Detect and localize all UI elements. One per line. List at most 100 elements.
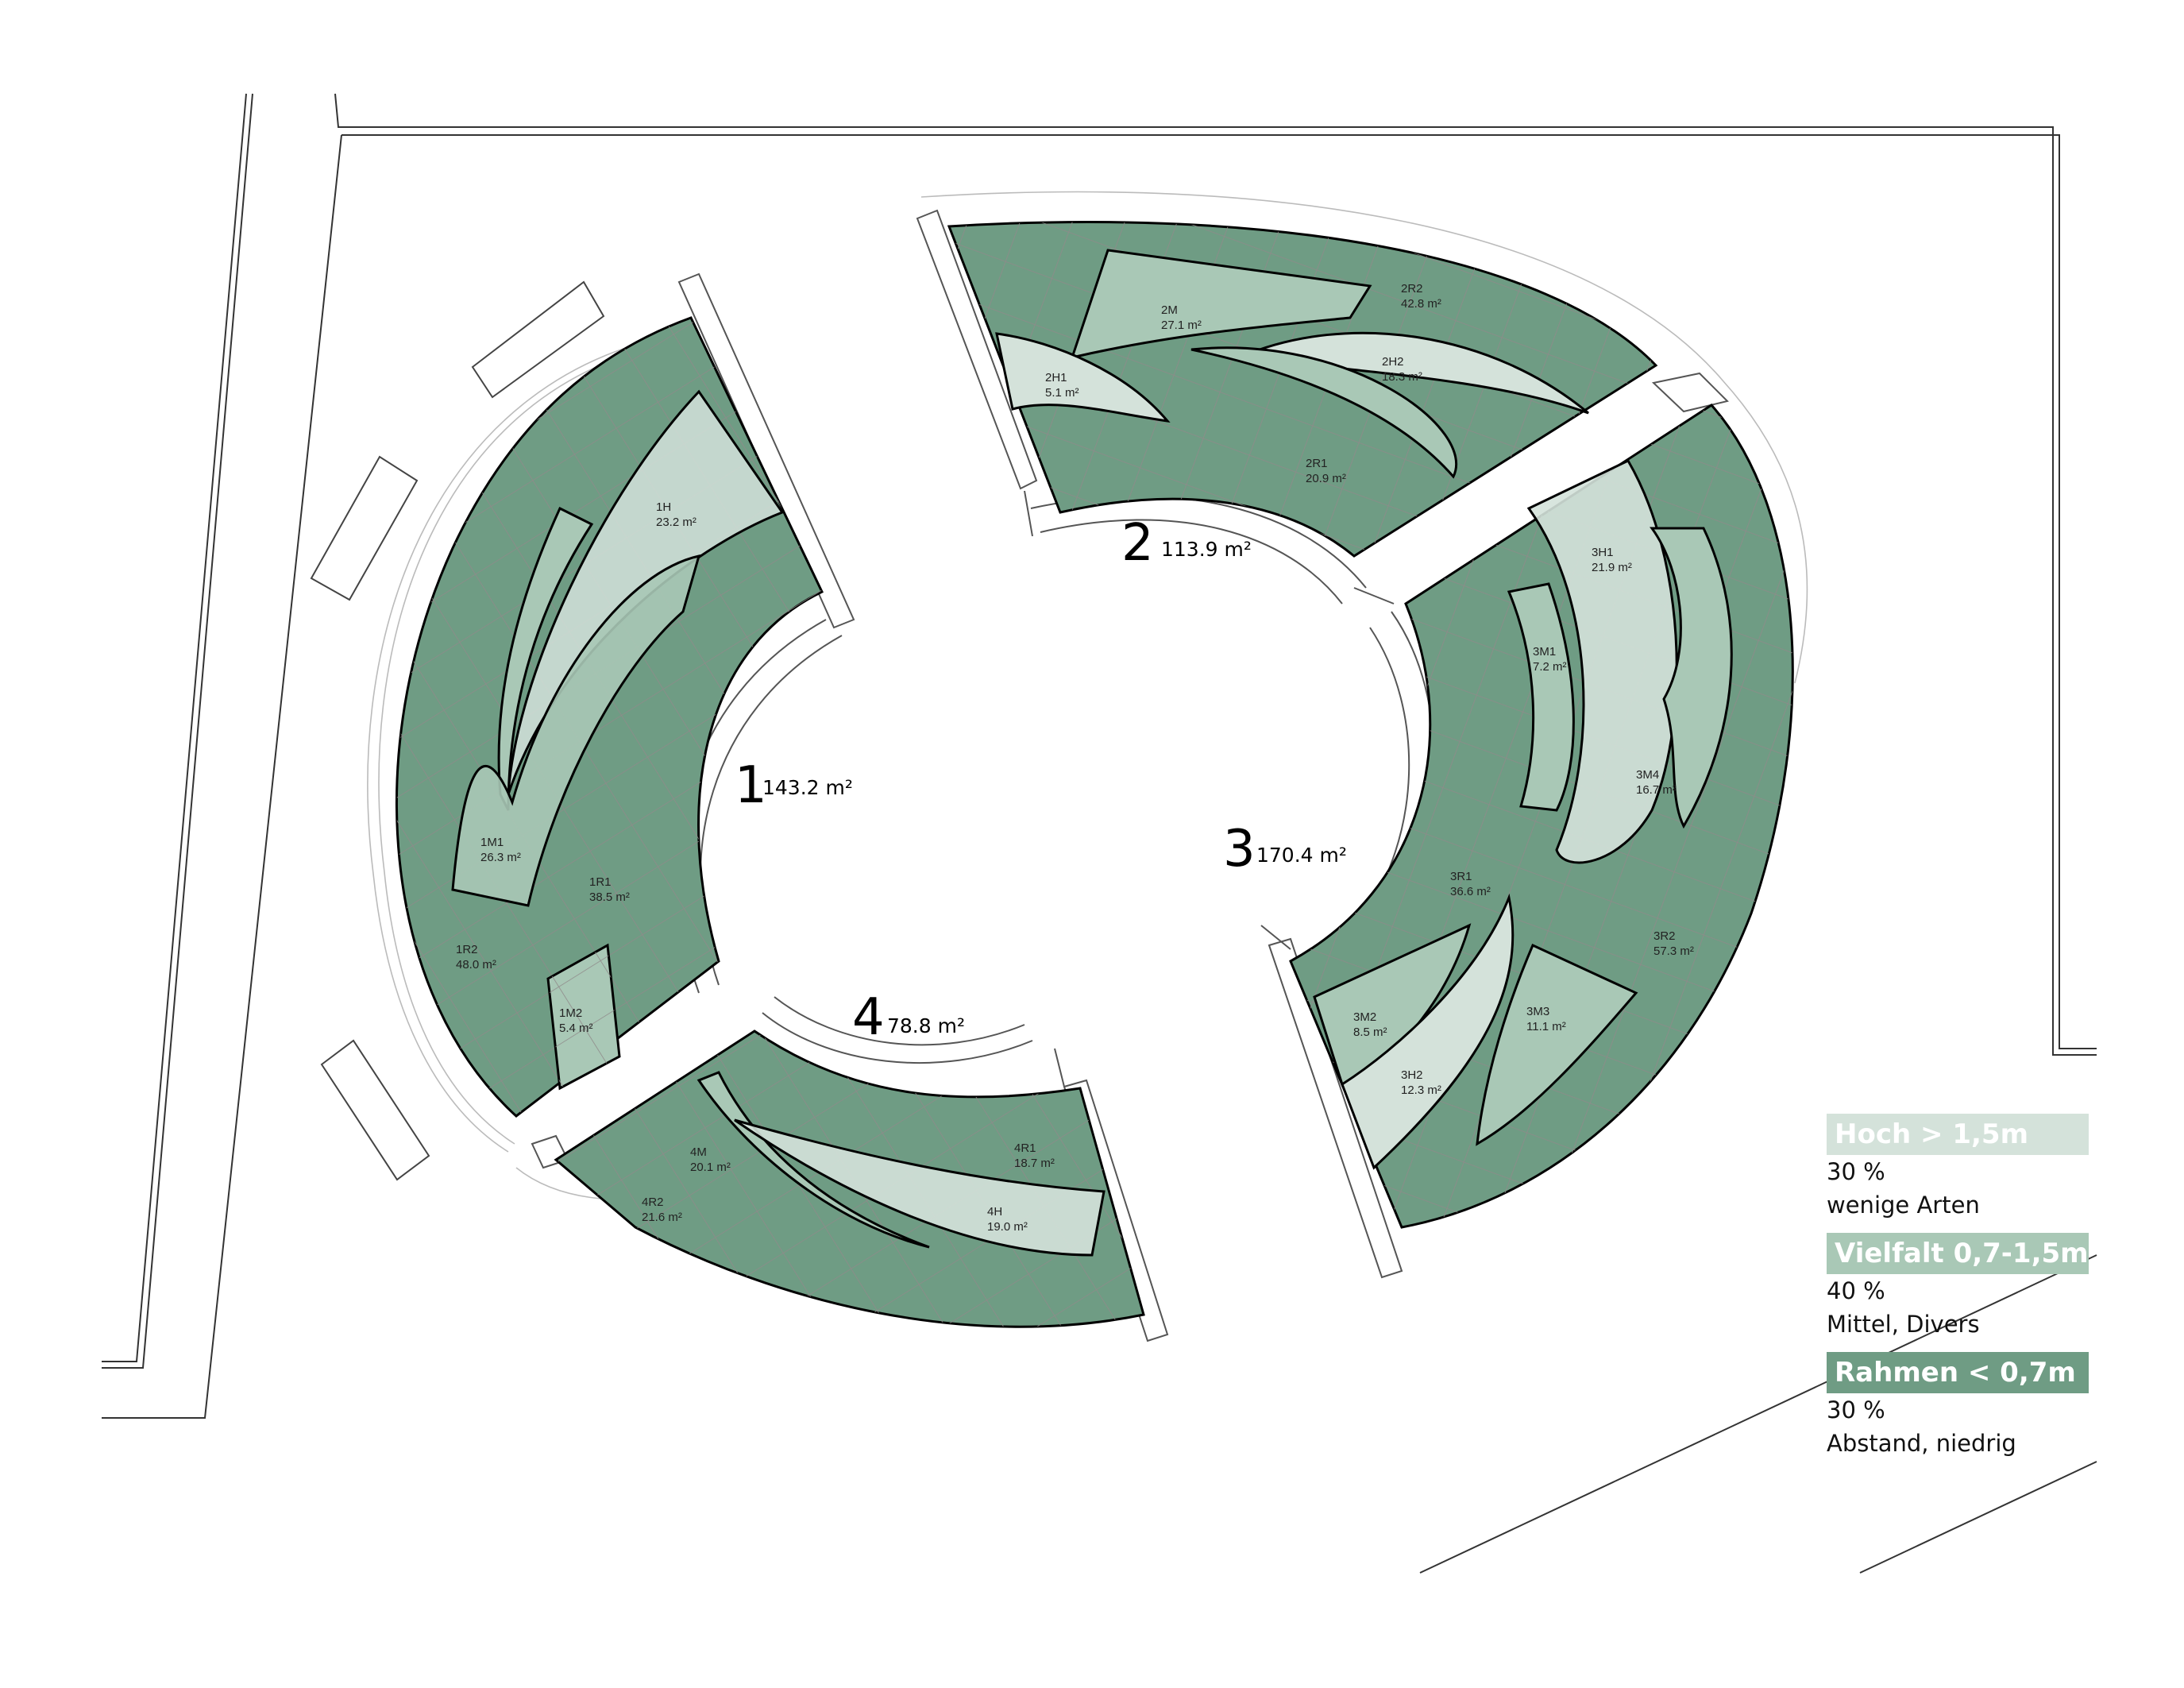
site-boundary bbox=[102, 93, 2097, 1574]
subzone-2H1: 2H1 5.1 m² bbox=[1045, 371, 1079, 400]
boundary-left-inner bbox=[102, 93, 247, 1362]
zone-4-number: 4 bbox=[852, 988, 885, 1047]
legend-item-rahmen: Rahmen < 0,7m 30 % Abstand, niedrig bbox=[1827, 1352, 2089, 1460]
legend-hoch-description: wenige Arten bbox=[1827, 1192, 1980, 1219]
zone-3-area: 170.4 m² bbox=[1256, 844, 1347, 867]
svg-text:23.2 m²: 23.2 m² bbox=[656, 516, 696, 529]
svg-text:5.4 m²: 5.4 m² bbox=[559, 1022, 593, 1035]
zone-1-area: 143.2 m² bbox=[762, 776, 853, 799]
svg-text:2M: 2M bbox=[1161, 303, 1178, 317]
svg-text:18.3 m²: 18.3 m² bbox=[1382, 370, 1422, 384]
svg-text:3H1: 3H1 bbox=[1592, 546, 1614, 559]
legend-vielfalt-description: Mittel, Divers bbox=[1827, 1311, 1980, 1338]
svg-text:42.8 m²: 42.8 m² bbox=[1401, 297, 1441, 311]
zone-3-number: 3 bbox=[1223, 820, 1256, 879]
svg-text:3M4: 3M4 bbox=[1636, 768, 1659, 782]
svg-text:2H1: 2H1 bbox=[1045, 371, 1067, 384]
subzone-4M: 4M 20.1 m² bbox=[690, 1145, 731, 1174]
zone-2H2 bbox=[1234, 331, 1589, 415]
svg-text:18.7 m²: 18.7 m² bbox=[1014, 1157, 1055, 1170]
legend-hoch-title: Hoch > 1,5m bbox=[1827, 1114, 2089, 1155]
boundary-top-outer bbox=[334, 93, 2097, 1056]
subzone-1M2: 1M2 5.4 m² bbox=[559, 1006, 593, 1035]
svg-text:21.9 m²: 21.9 m² bbox=[1592, 561, 1632, 574]
svg-text:2H2: 2H2 bbox=[1382, 355, 1404, 369]
svg-text:7.2 m²: 7.2 m² bbox=[1533, 660, 1567, 674]
legend-rahmen-title: Rahmen < 0,7m bbox=[1827, 1352, 2089, 1393]
boundary-left-lower bbox=[102, 134, 342, 1419]
zone-2-number: 2 bbox=[1121, 514, 1154, 573]
svg-text:3M2: 3M2 bbox=[1353, 1010, 1376, 1024]
svg-text:26.3 m²: 26.3 m² bbox=[480, 851, 521, 864]
subzone-2R1: 2R1 20.9 m² bbox=[1306, 457, 1346, 485]
zone-2-band bbox=[1190, 346, 1458, 479]
subzone-2M: 2M 27.1 m² bbox=[1161, 303, 1202, 332]
legend: Hoch > 1,5m 30 % wenige Arten Vielfalt 0… bbox=[1827, 1114, 2089, 1460]
subzone-4R1: 4R1 18.7 m² bbox=[1014, 1141, 1055, 1170]
legend-rahmen-description: Abstand, niedrig bbox=[1827, 1430, 2016, 1457]
subzone-3R1: 3R1 36.6 m² bbox=[1450, 870, 1491, 898]
svg-text:3H2: 3H2 bbox=[1401, 1068, 1423, 1082]
zone-1-number: 1 bbox=[735, 756, 767, 815]
legend-vielfalt-title: Vielfalt 0,7-1,5m bbox=[1827, 1233, 2089, 1274]
zone-4H bbox=[734, 1118, 1106, 1257]
legend-vielfalt-percent: 40 % bbox=[1827, 1277, 1885, 1304]
svg-text:3M1: 3M1 bbox=[1533, 645, 1556, 659]
road-line-1 bbox=[1419, 1254, 2097, 1574]
zone-2-bed bbox=[947, 221, 1658, 558]
svg-text:20.1 m²: 20.1 m² bbox=[690, 1161, 731, 1174]
legend-hoch-percent: 30 % bbox=[1827, 1158, 1885, 1185]
svg-text:11.1 m²: 11.1 m² bbox=[1526, 1020, 1566, 1033]
bench-1 bbox=[471, 280, 605, 399]
zone-3M4 bbox=[1650, 527, 1733, 829]
edging-strips bbox=[531, 209, 1729, 1342]
legend-item-hoch: Hoch > 1,5m 30 % wenige Arten bbox=[1827, 1114, 2089, 1222]
svg-text:4R1: 4R1 bbox=[1014, 1141, 1036, 1155]
svg-text:1R1: 1R1 bbox=[589, 875, 612, 889]
svg-text:38.5 m²: 38.5 m² bbox=[589, 890, 630, 904]
svg-text:3R1: 3R1 bbox=[1450, 870, 1472, 883]
svg-text:8.5 m²: 8.5 m² bbox=[1353, 1026, 1387, 1039]
bench-3 bbox=[320, 1039, 430, 1181]
svg-text:1M2: 1M2 bbox=[559, 1006, 582, 1020]
outer-path-ring bbox=[367, 191, 1808, 1200]
road-line-2 bbox=[1859, 1461, 2097, 1574]
svg-text:4H: 4H bbox=[987, 1205, 1002, 1219]
svg-text:2R1: 2R1 bbox=[1306, 457, 1328, 470]
zone-2H1 bbox=[995, 332, 1171, 423]
svg-text:20.9 m²: 20.9 m² bbox=[1306, 472, 1346, 485]
svg-text:3M3: 3M3 bbox=[1526, 1005, 1549, 1018]
zone-4-area: 78.8 m² bbox=[887, 1014, 965, 1037]
zone-1M1-strip bbox=[451, 554, 701, 907]
svg-text:36.6 m²: 36.6 m² bbox=[1450, 885, 1491, 898]
zone-3-bed bbox=[1289, 404, 1794, 1229]
zone-4-bed bbox=[554, 1029, 1145, 1328]
zone-2M bbox=[1070, 249, 1372, 360]
svg-text:27.1 m²: 27.1 m² bbox=[1161, 319, 1202, 332]
subzone-3H1: 3H1 21.9 m² bbox=[1592, 546, 1632, 574]
svg-text:12.3 m²: 12.3 m² bbox=[1401, 1083, 1441, 1097]
legend-rahmen-percent: 30 % bbox=[1827, 1396, 1885, 1423]
zone-3M1 bbox=[1507, 582, 1575, 812]
zone-labels: 1 143.2 m² 2 113.9 m² 3 170.4 m² 4 78.8 … bbox=[735, 514, 1347, 1047]
svg-text:16.7 m²: 16.7 m² bbox=[1636, 783, 1677, 797]
svg-text:5.1 m²: 5.1 m² bbox=[1045, 386, 1079, 400]
svg-text:4R2: 4R2 bbox=[642, 1196, 664, 1209]
bench-2 bbox=[310, 455, 419, 601]
subzone-4R2: 4R2 21.6 m² bbox=[642, 1196, 682, 1224]
subzone-3M3: 3M3 11.1 m² bbox=[1526, 1005, 1566, 1033]
svg-text:4M: 4M bbox=[690, 1145, 707, 1159]
svg-text:19.0 m²: 19.0 m² bbox=[987, 1220, 1028, 1234]
svg-text:21.6 m²: 21.6 m² bbox=[642, 1211, 682, 1224]
svg-text:1R2: 1R2 bbox=[456, 943, 478, 956]
